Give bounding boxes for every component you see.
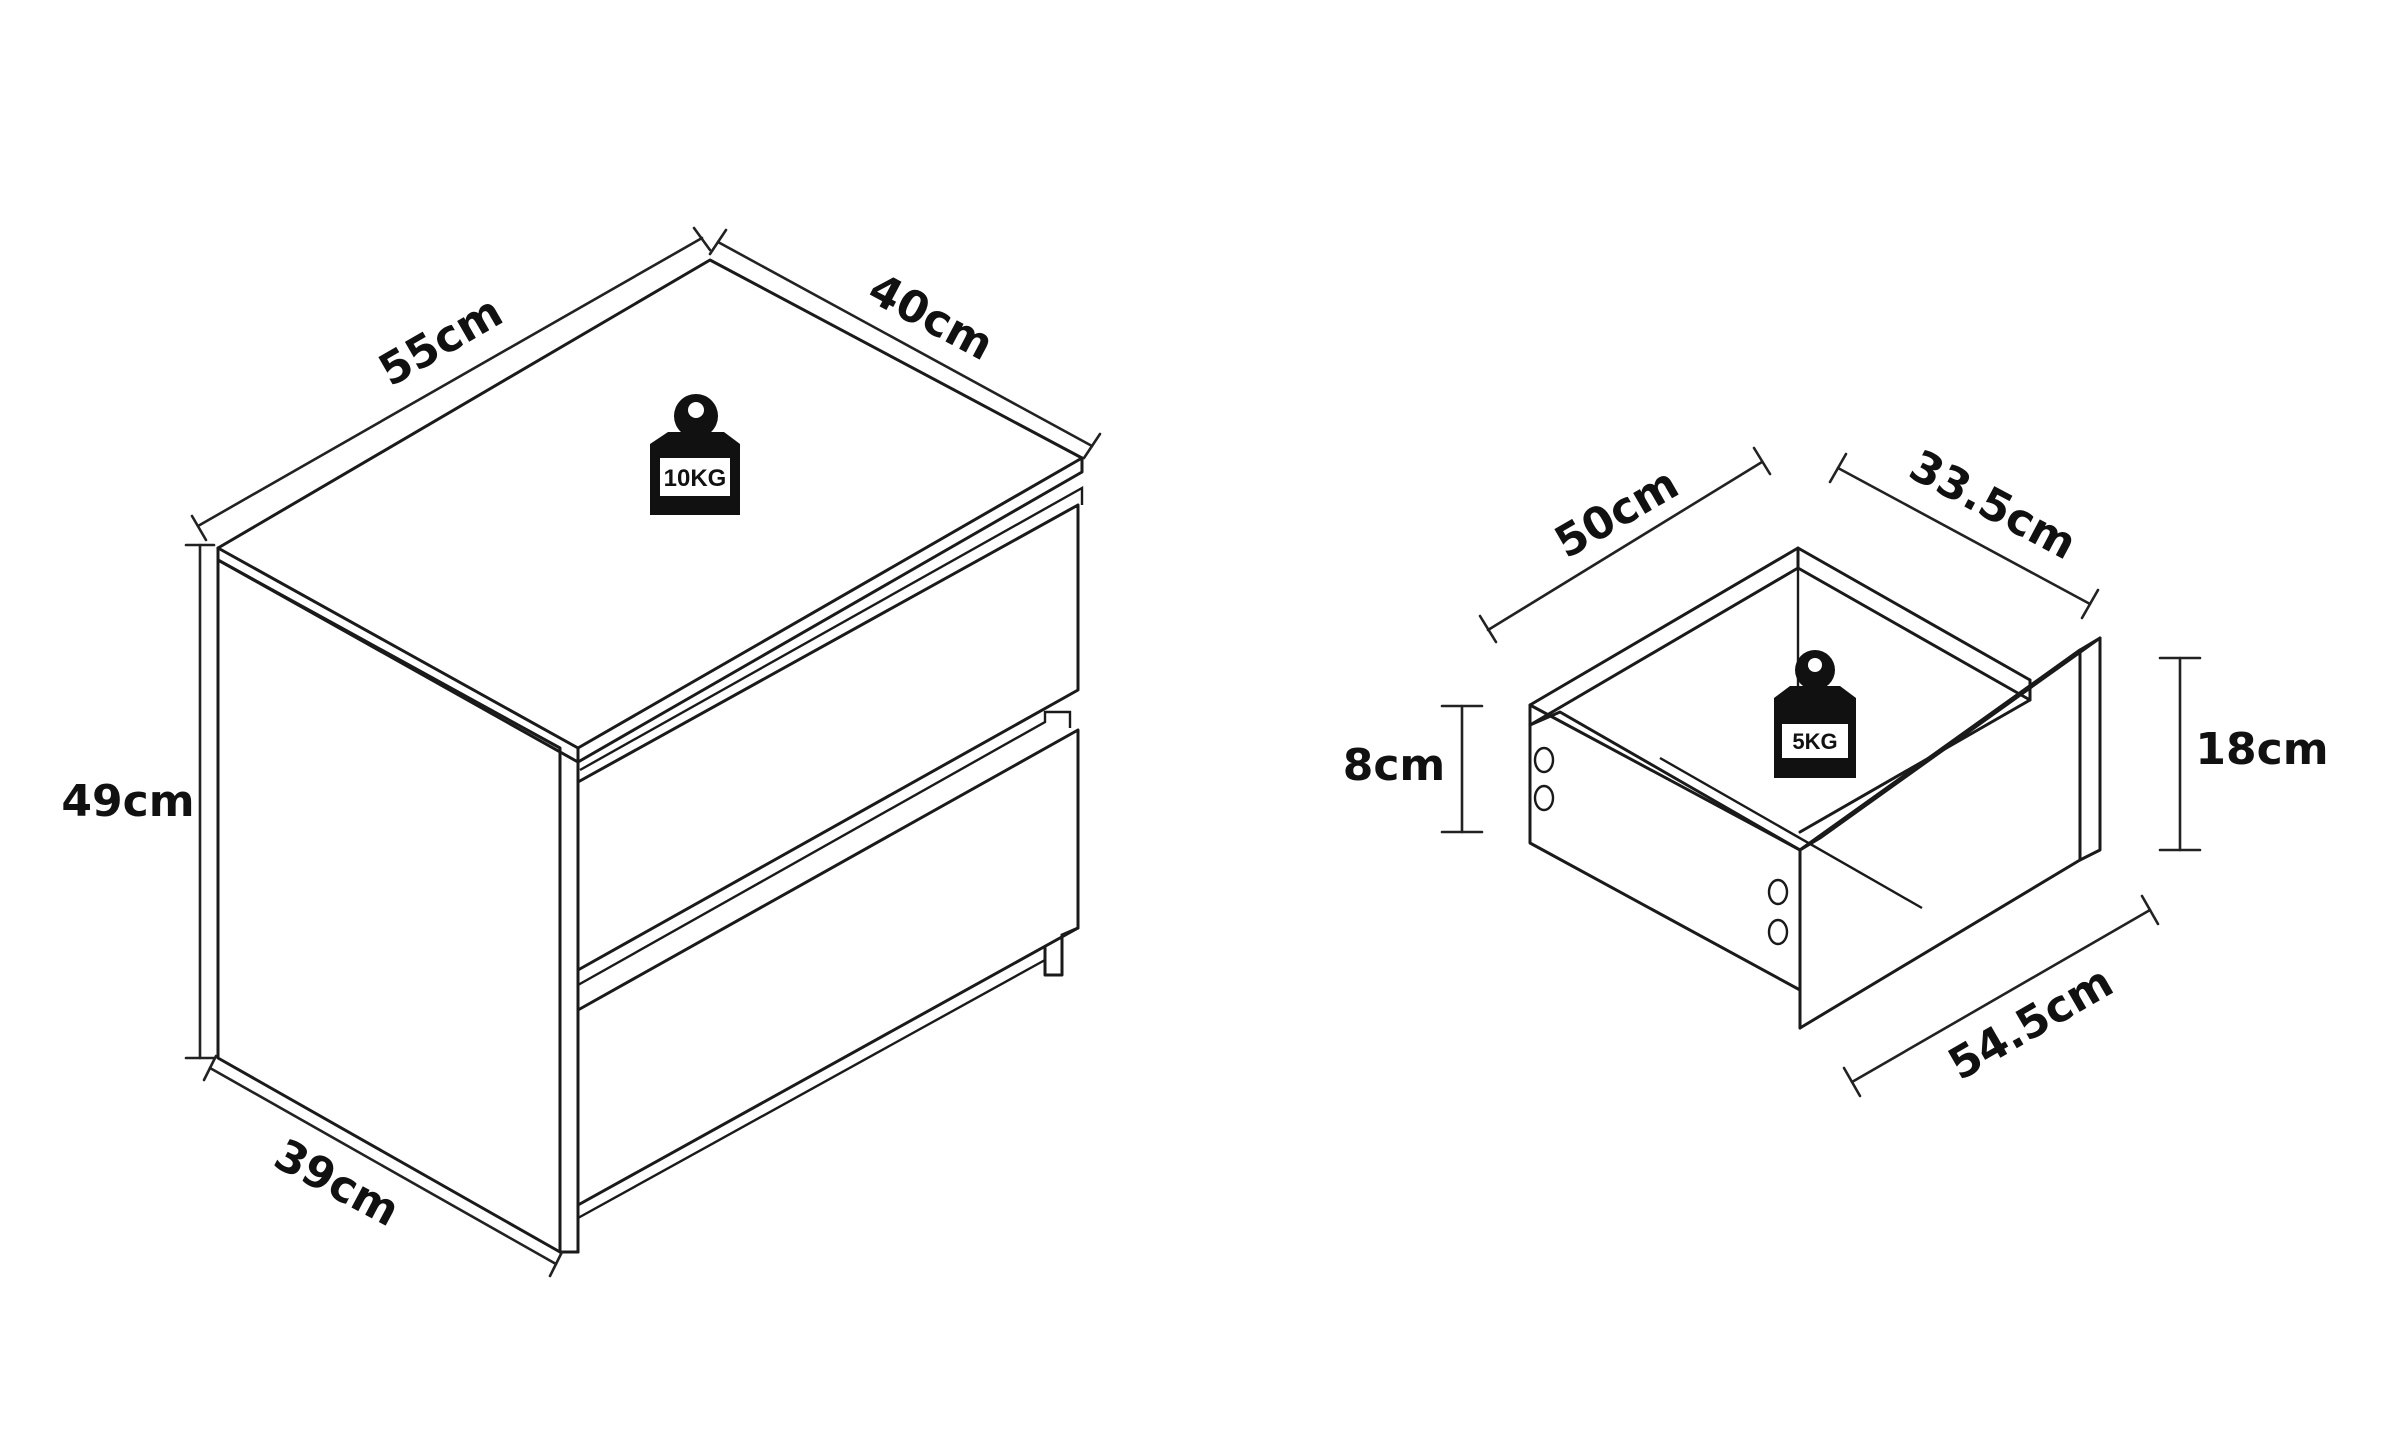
cabinet-drawer-top xyxy=(576,503,1080,972)
weight-5kg-label: 5KG xyxy=(1792,729,1837,754)
drawer-drawing xyxy=(1528,546,2102,1030)
drawer-front-width-label: 54.5cm xyxy=(1940,956,2122,1090)
drawer-front-height-label: 18cm xyxy=(2195,724,2328,775)
cabinet-depth-top-label: 40cm xyxy=(860,263,1002,371)
weight-10kg-label: 10KG xyxy=(664,465,727,492)
cabinet-dimensions xyxy=(184,226,1102,1278)
cabinet-dimension-labels: 55cm 40cm 49cm 39cm xyxy=(61,263,1001,1237)
cabinet-side-panel xyxy=(216,558,562,1254)
drawer-left-panel xyxy=(1528,703,1802,992)
cabinet-drawing xyxy=(216,258,1084,1254)
drawer-inner-height-label: 8cm xyxy=(1343,740,1446,791)
weight-10kg-icon: 10KG xyxy=(650,394,740,515)
drawer-hole xyxy=(1767,878,1789,906)
drawer-dimensions xyxy=(1440,446,2202,1098)
drawer-hole xyxy=(1533,746,1555,774)
drawer-hole xyxy=(1533,784,1555,812)
weight-5kg-icon: 5KG xyxy=(1774,650,1856,778)
cabinet-width-label: 55cm xyxy=(370,286,511,397)
cabinet-drawer-bottom xyxy=(576,728,1080,1207)
drawer-hole xyxy=(1767,918,1789,946)
cabinet-depth-side-label: 39cm xyxy=(266,1129,408,1237)
cabinet-height-label: 49cm xyxy=(61,776,194,827)
